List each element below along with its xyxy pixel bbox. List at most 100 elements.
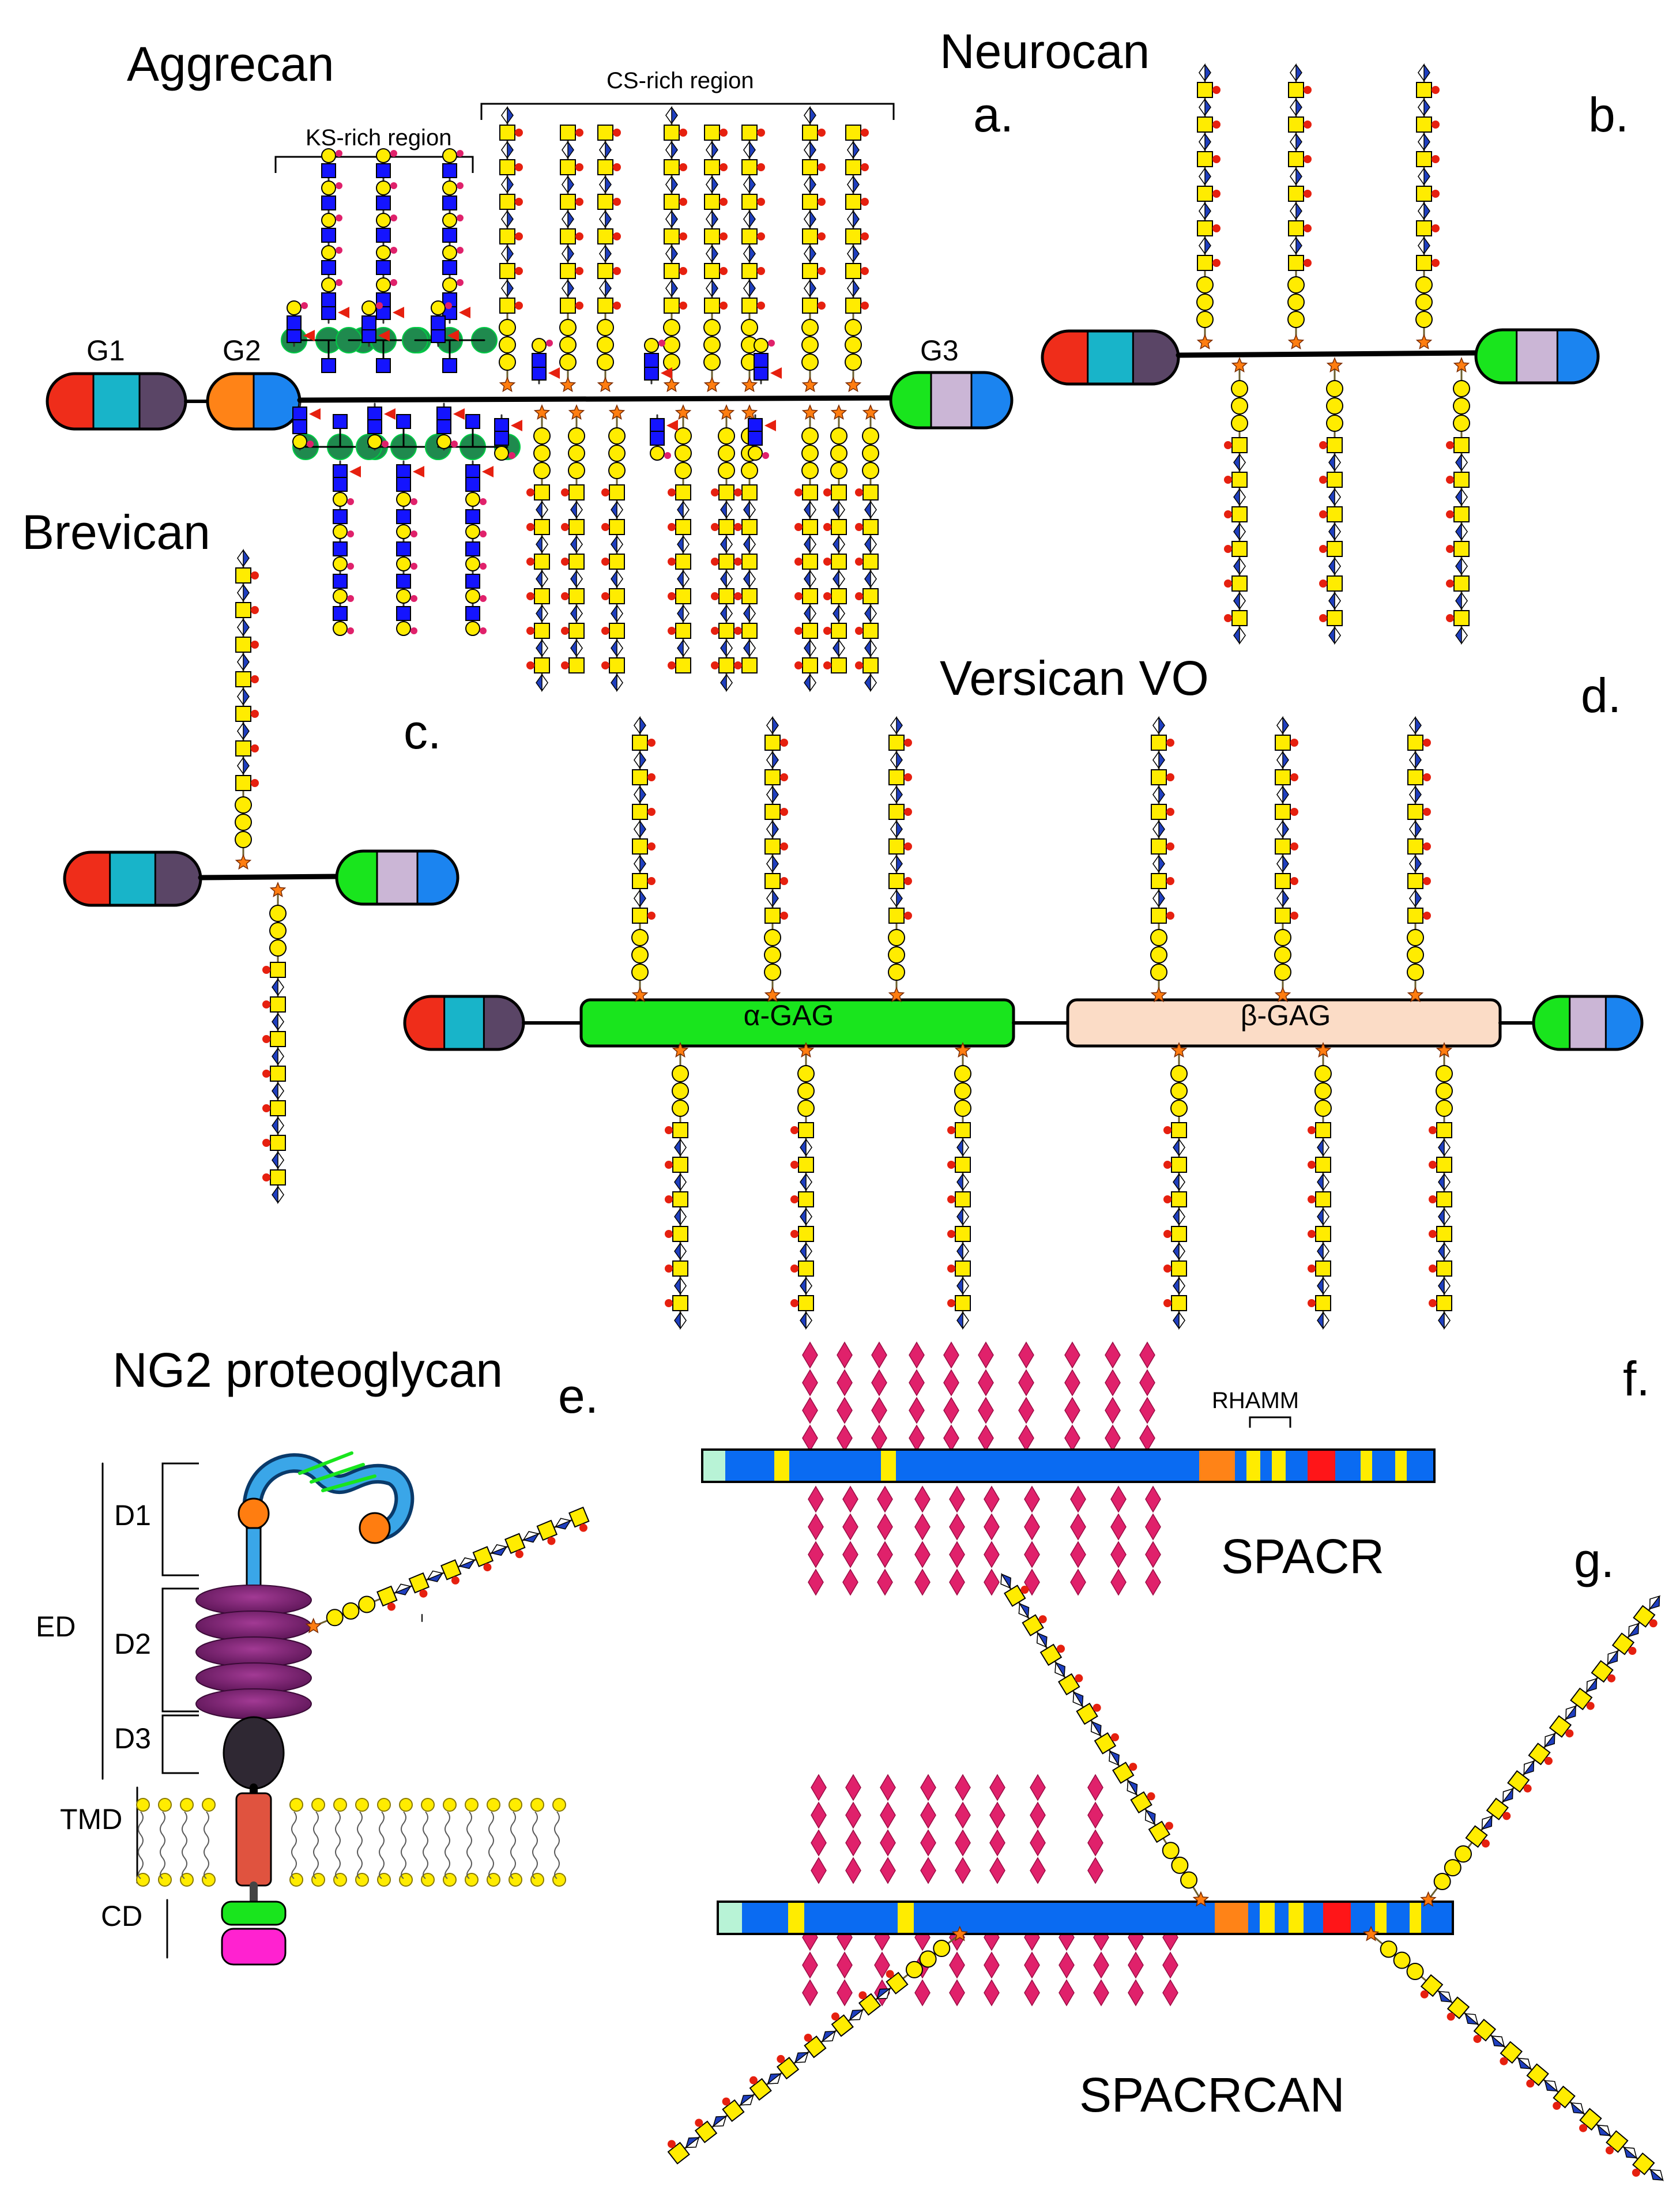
aggrecan-ks-stub-down-3-glcnac-square xyxy=(748,431,763,446)
aggrecan-cs-chain-up-7-galactose xyxy=(801,336,819,353)
brevican-g3-domain xyxy=(335,849,459,906)
versican-chain-up-2-glca-half xyxy=(766,785,773,804)
aggrecan-cs-chain-up-1-glca-half xyxy=(501,279,508,298)
versican-chain-up-4 xyxy=(1150,716,1174,1003)
ks-chain-down-2-sulfate-dot xyxy=(410,530,417,537)
aggrecan-cs-chain-down-8-sulfate-dot xyxy=(823,523,831,531)
aggrecan-cs-chain-up-5 xyxy=(703,125,728,393)
neurocan-g3-domain-outline xyxy=(1474,328,1600,385)
aggrecan-cs-chain-down-3-glca-half xyxy=(616,500,623,520)
aggrecan-cs-chain-up-1-galactose xyxy=(499,336,516,353)
spacrcan-chain-upper-right-glca-half xyxy=(1544,1733,1556,1748)
versican-chain-down-1-glca-half xyxy=(680,1276,687,1296)
aggrecan-cs-chain-up-5-galnac-square xyxy=(704,263,720,279)
aggrecan-cs-chain-down-5-sulfate-dot xyxy=(711,661,719,669)
spacrcan-lower-stack-11-oglycan xyxy=(1162,1979,1178,2007)
aggrecan-cs-chain-down-1-galactose xyxy=(533,427,551,445)
aggrecan-cs-chain-up-4-galnac-square xyxy=(664,125,680,141)
neurocan-chain-down-3-sulfate-dot xyxy=(1446,545,1454,553)
aggrecan-cs-chain-up-4-glca-half xyxy=(665,140,672,160)
neurocan-chain-up-1-galactose xyxy=(1196,293,1214,311)
versican-chain-up-1 xyxy=(631,716,656,1003)
aggrecan-cs-chain-up-8-sulfate-dot xyxy=(861,163,869,171)
spacr-core-protein-band-1 xyxy=(702,1450,725,1482)
versican-chain-down-3-galactose xyxy=(954,1100,971,1117)
versican-chain-up-1-glca-half xyxy=(634,785,641,804)
versican-chain-up-5-glca-half xyxy=(1276,785,1283,804)
versican-chain-down-4 xyxy=(1163,1042,1188,1330)
versican-chain-up-1-galnac-square xyxy=(632,908,648,924)
aggrecan-cs-chain-up-6-sulfate-dot xyxy=(757,302,765,310)
membrane-tail xyxy=(335,1811,341,1879)
panel-g-letter: g. xyxy=(1574,1533,1614,1587)
versican-chain-down-4-glca-half xyxy=(1178,1138,1185,1157)
spacrcan-chain-lower-left-galnac-square xyxy=(831,2014,854,2037)
ks-chain-down-3-sulfate-dot xyxy=(480,595,487,602)
aggrecan-cs-chain-up-3-galactose xyxy=(597,319,614,336)
versican-chain-down-3-sulfate-dot xyxy=(947,1265,955,1273)
neurocan-chain-up-1-galnac-square xyxy=(1197,151,1213,167)
aggrecan-ks-stub-down-3-glcnac-square xyxy=(748,418,763,433)
versican-chain-up-2-galnac-square xyxy=(764,838,781,855)
ks-short-up-2-galactose xyxy=(361,300,376,315)
versican-chain-up-4-galnac-square xyxy=(1151,804,1167,820)
aggrecan-cs-chain-down-6-glca-half xyxy=(749,638,756,658)
aggrecan-cs-chain-up-4-sulfate-dot xyxy=(679,163,687,171)
versican-chain-down-4-glca-half xyxy=(1178,1207,1185,1226)
versican-chain-down-5 xyxy=(1308,1042,1332,1330)
aggrecan-cs-chain-up-1-glca-half xyxy=(501,106,508,125)
versican-chain-down-5-galnac-square xyxy=(1315,1260,1331,1277)
spacrcan-chain-upper-left-glca-half xyxy=(1072,1691,1084,1707)
aggrecan-cs-chain-up-1-sulfate-dot xyxy=(515,267,523,275)
membrane-tail xyxy=(379,1811,385,1879)
spacrcan-upper-stack-2-oglycan xyxy=(845,1857,861,1884)
spacr-upper-stack-7-oglycan xyxy=(1018,1424,1034,1452)
ks-chain-up-2-sulfate-dot xyxy=(390,279,397,286)
aggrecan-cs-chain-up-5-glca-half xyxy=(706,279,713,298)
brevican-g3-domain-outline xyxy=(335,849,459,906)
aggrecan-cs-chain-up-1-glca-half xyxy=(501,140,508,160)
aggrecan-ks-stub-up-2-glcnac-square xyxy=(644,366,659,381)
versican-chain-down-3-galnac-square xyxy=(955,1226,971,1242)
neurocan-chain-up-3-galnac-square xyxy=(1416,151,1432,167)
versican-chain-up-2-galnac-square xyxy=(764,769,781,785)
aggrecan-cs-chain-up-7-galactose xyxy=(801,319,819,336)
brevican-g1-domain xyxy=(63,851,202,907)
aggrecan-ks-stub-down-3-fucose-triangle xyxy=(764,420,776,431)
versican-chain-down-3-glca-half xyxy=(962,1276,969,1296)
ng2-cs-chain-galactose xyxy=(358,1595,376,1613)
spacrcan-upper-stack-2-oglycan xyxy=(845,1801,861,1829)
neurocan-chain-up-1-glca-half xyxy=(1199,236,1206,255)
versican-chain-up-1-galactose xyxy=(631,929,649,946)
versican-chain-down-2-galnac-square xyxy=(798,1295,814,1311)
ks-short-down-1-glcnac-square xyxy=(292,419,307,434)
aggrecan-cs-chain-down-1-galactose xyxy=(533,445,551,462)
versican-chain-down-4-sulfate-dot xyxy=(1163,1265,1172,1273)
aggrecan-cs-chain-down-7-galnac-square xyxy=(802,588,818,604)
versican-chain-up-6-galnac-square xyxy=(1407,908,1423,924)
ks-chain-down-1-glcnac-square xyxy=(333,541,348,556)
versican-chain-up-3-galnac-square xyxy=(888,769,905,785)
membrane-head-inner xyxy=(355,1873,369,1887)
neurocan-title: Neurocan xyxy=(940,24,1150,78)
neurocan-chain-down-1-galnac-square xyxy=(1231,541,1248,557)
aggrecan-cs-chain-up-3-sulfate-dot xyxy=(613,232,621,240)
aggrecan-cs-chain-down-5-galnac-square xyxy=(718,623,734,639)
aggrecan-cs-chain-down-7-sulfate-dot xyxy=(794,558,803,566)
neurocan-chain-up-1-sulfate-dot xyxy=(1212,121,1221,129)
versican-chain-down-1-sulfate-dot xyxy=(665,1161,673,1169)
d1-disulfide-bond-3 xyxy=(321,1474,376,1492)
versican-chain-up-5-glca-half xyxy=(1276,854,1283,874)
aggrecan-cs-chain-down-9-sulfate-dot xyxy=(855,523,863,531)
ng2-structure xyxy=(101,1451,566,1966)
spacr-lower-stack-9-oglycan xyxy=(1110,1485,1127,1513)
neurocan-chain-up-1-glca-half xyxy=(1199,63,1206,82)
spacrcan-chain-upper-left-sulfate-dot xyxy=(1110,1733,1119,1741)
versican-chain-up-3-galactose xyxy=(888,946,905,964)
aggrecan-cs-chain-up-3-glca-half xyxy=(599,209,606,229)
aggrecan-cs-chain-down-4-sulfate-dot xyxy=(668,661,676,669)
aggrecan-cs-chain-down-3-galnac-square xyxy=(609,554,625,570)
aggrecan-cs-chain-down-4-galnac-square xyxy=(675,588,691,604)
spacrcan-chain-lower-left-glca-half xyxy=(711,2115,727,2127)
versican-chain-down-1-galnac-square xyxy=(672,1122,688,1138)
